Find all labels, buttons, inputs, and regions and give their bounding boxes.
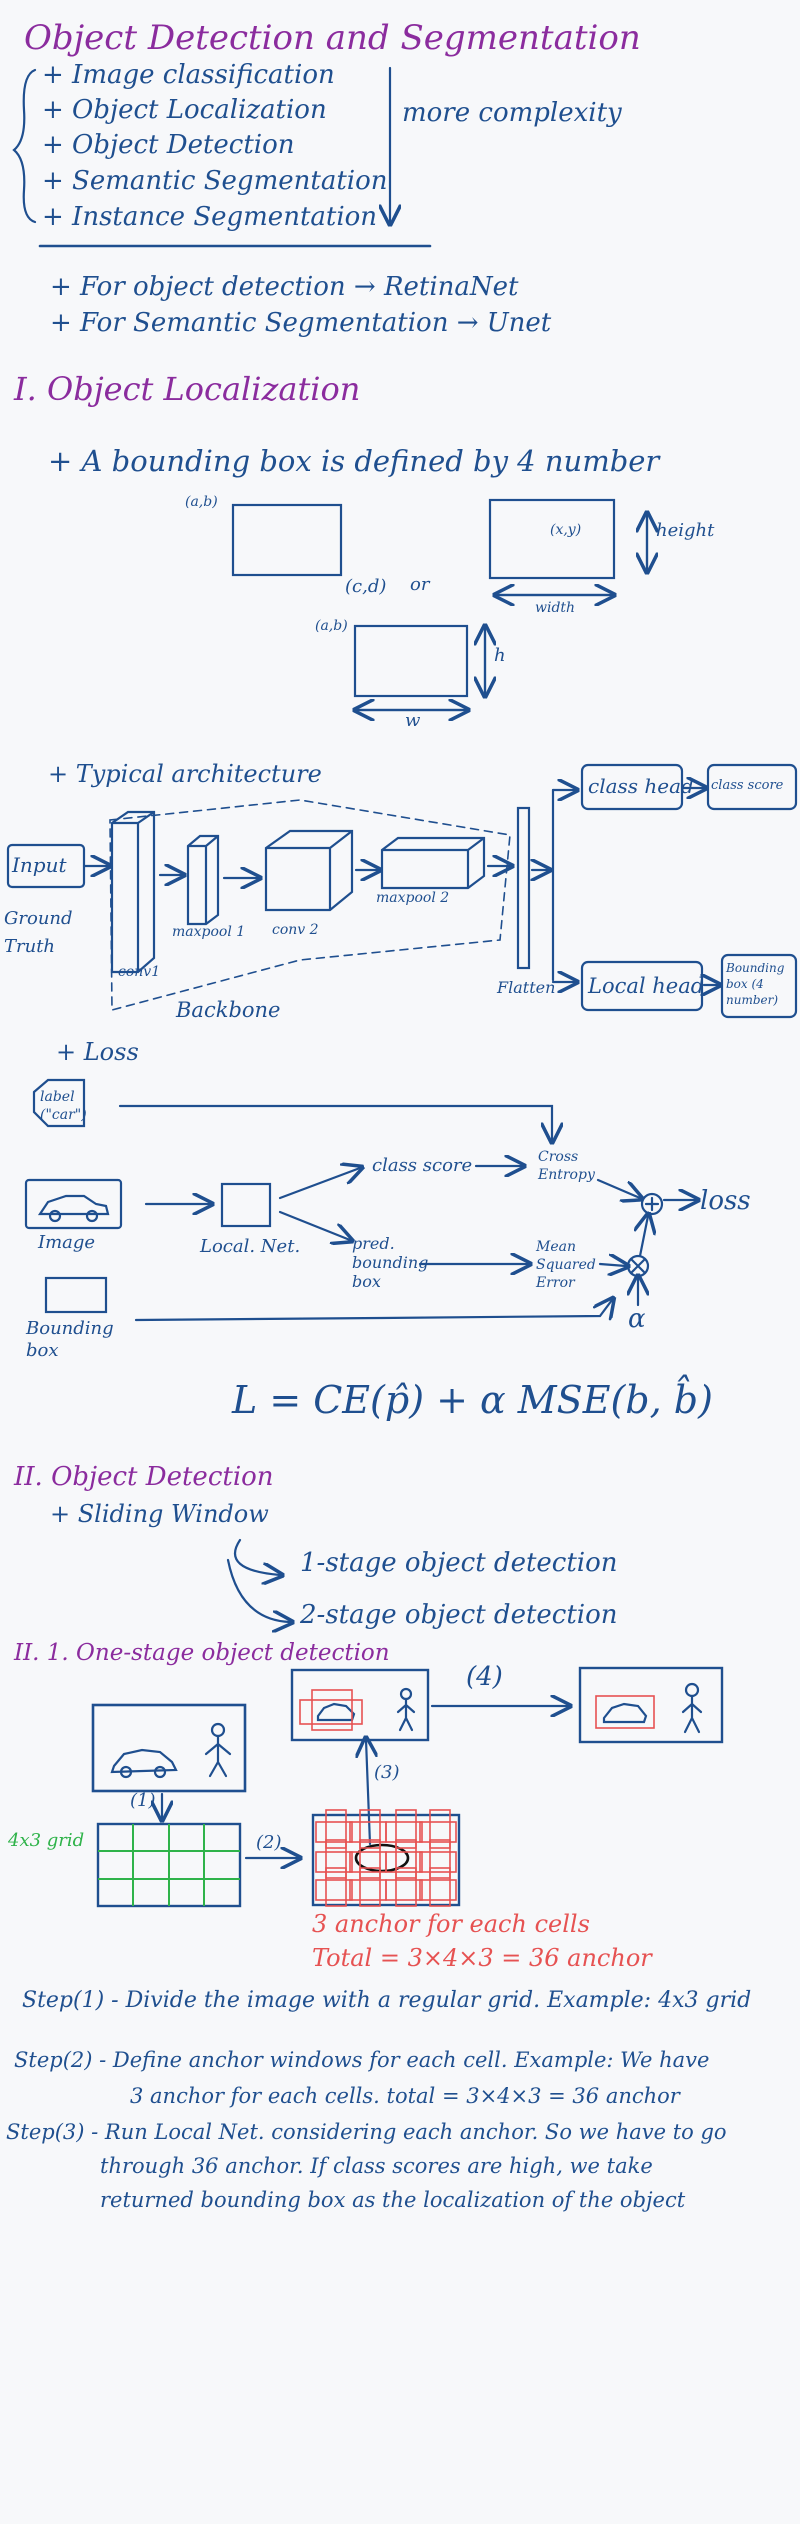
step1-text: Step(1) - Divide the image with a regula…	[22, 1988, 752, 2013]
brace	[12, 68, 37, 224]
local-head-label: Local head	[588, 974, 705, 998]
intro-item: + Object Detection	[42, 130, 295, 160]
one-stage-heading: II. 1. One-stage object detection	[14, 1640, 390, 1666]
image-box	[24, 1178, 123, 1230]
backbone-outline	[109, 799, 511, 1012]
intro-item: + Image classification	[42, 60, 335, 90]
anchor-note-2: Total = 3×4×3 = 36 anchor	[312, 1944, 652, 1972]
section1-heading: I. Object Localization	[14, 370, 361, 408]
arch-heading: + Typical architecture	[48, 760, 322, 788]
bbox-line: + A bounding box is defined by 4 number	[48, 444, 660, 478]
complexity-label: more complexity	[402, 98, 622, 128]
source-image	[91, 1703, 247, 1793]
alpha-label: α	[628, 1304, 646, 1334]
label-w: w	[405, 710, 421, 731]
label-ab: (a,b)	[185, 494, 218, 510]
conv1-label: conv1	[118, 964, 161, 980]
conv1-block	[110, 810, 156, 974]
flatten-bar	[516, 806, 531, 970]
label-h: h	[494, 645, 506, 666]
class-score-label: class score	[711, 778, 784, 793]
bbox-out-box	[720, 953, 798, 1019]
intro-item: + Instance Segmentation	[42, 202, 378, 232]
anchor-grid-image	[311, 1813, 461, 1907]
step-mark-1: (1)	[130, 1790, 156, 1811]
bbox-rect-3	[353, 624, 469, 698]
section2-heading: II. Object Detection	[14, 1462, 274, 1492]
maxpool2-block	[380, 836, 486, 890]
step3-text-c: returned bounding box as the localizatio…	[100, 2188, 686, 2212]
intro-item: + Object Localization	[42, 95, 327, 125]
class-head-box	[580, 763, 684, 811]
local-net-label: Local. Net.	[200, 1236, 301, 1257]
loss-output-label: loss	[700, 1186, 751, 1216]
cross-entropy-label: Cross Entropy	[538, 1149, 595, 1183]
anchor-note-1: 3 anchor for each cells	[312, 1910, 590, 1938]
two-stage-label: 2-stage object detection	[300, 1600, 618, 1630]
label-width: width	[535, 600, 576, 616]
label-cd: (c,d)	[345, 576, 387, 597]
bbox-rect-1	[231, 503, 343, 577]
step-mark-4: (4)	[466, 1662, 503, 1692]
intro-item: + Semantic Segmentation	[42, 166, 388, 196]
sliding-window-label: + Sliding Window	[50, 1500, 269, 1528]
step2-text-b: 3 anchor for each cells. total = 3×4×3 =…	[130, 2084, 680, 2108]
conv2-label: conv 2	[272, 922, 319, 938]
label-ab-2: (a,b)	[315, 618, 348, 634]
red-anchors	[299, 1689, 655, 1907]
maxpool1-label: maxpool 1	[172, 924, 246, 940]
note-unet: + For Semantic Segmentation → Unet	[50, 308, 552, 338]
loss-heading: + Loss	[56, 1038, 139, 1066]
step-mark-3: (3)	[374, 1762, 400, 1783]
step2-text-a: Step(2) - Define anchor windows for each…	[14, 2048, 710, 2072]
label-tag	[32, 1078, 86, 1128]
label-height: height	[656, 520, 715, 541]
input-label: Input	[12, 853, 67, 877]
conv2-block	[264, 829, 354, 912]
loss-image-label: Image	[38, 1232, 96, 1253]
step3-text-b: through 36 anchor. If class scores are h…	[100, 2154, 653, 2178]
loss-formula: L = CE(p̂) + α MSE(b, b̂)	[232, 1378, 713, 1422]
green-grid	[96, 1822, 242, 1908]
detected-image-2	[578, 1666, 724, 1744]
backbone-label: Backbone	[176, 998, 281, 1022]
local-net-icon	[220, 1182, 272, 1228]
class-head-label: class head	[588, 774, 694, 798]
maxpool1-block	[186, 834, 220, 926]
step3-text-a: Step(3) - Run Local Net. considering eac…	[6, 2120, 727, 2144]
detected-image-1	[290, 1668, 430, 1742]
car-drawing	[37, 1194, 110, 1216]
one-stage-label: 1-stage object detection	[300, 1548, 618, 1578]
ground-truth-label: Ground Truth	[4, 908, 73, 957]
flatten-label: Flatten	[497, 978, 556, 997]
maxpool2-label: maxpool 2	[376, 890, 450, 906]
one-stage-arrow	[234, 1538, 280, 1575]
grid-label: 4x3 grid	[8, 1830, 85, 1851]
mse-label: Mean Squared Error	[536, 1239, 596, 1291]
bbox-out-label: Bounding box (4 number)	[726, 961, 785, 1007]
class-score-text: class score	[372, 1155, 473, 1176]
page-title: Object Detection and Segmentation	[24, 18, 641, 58]
two-stage-arrow	[226, 1558, 290, 1622]
bbox-gt-box	[44, 1276, 108, 1314]
loss-label-tag: label ("car")	[40, 1089, 87, 1123]
loss-bbox-label: Bounding box	[26, 1318, 114, 1361]
step-mark-2: (2)	[256, 1832, 282, 1853]
pred-box-text: pred. bounding box	[352, 1234, 429, 1291]
label-or: or	[410, 574, 430, 595]
class-score-box	[706, 763, 798, 811]
note-retinanet: + For object detection → RetinaNet	[50, 272, 519, 302]
label-xy: (x,y)	[550, 522, 582, 538]
bbox-rect-2	[488, 498, 616, 580]
